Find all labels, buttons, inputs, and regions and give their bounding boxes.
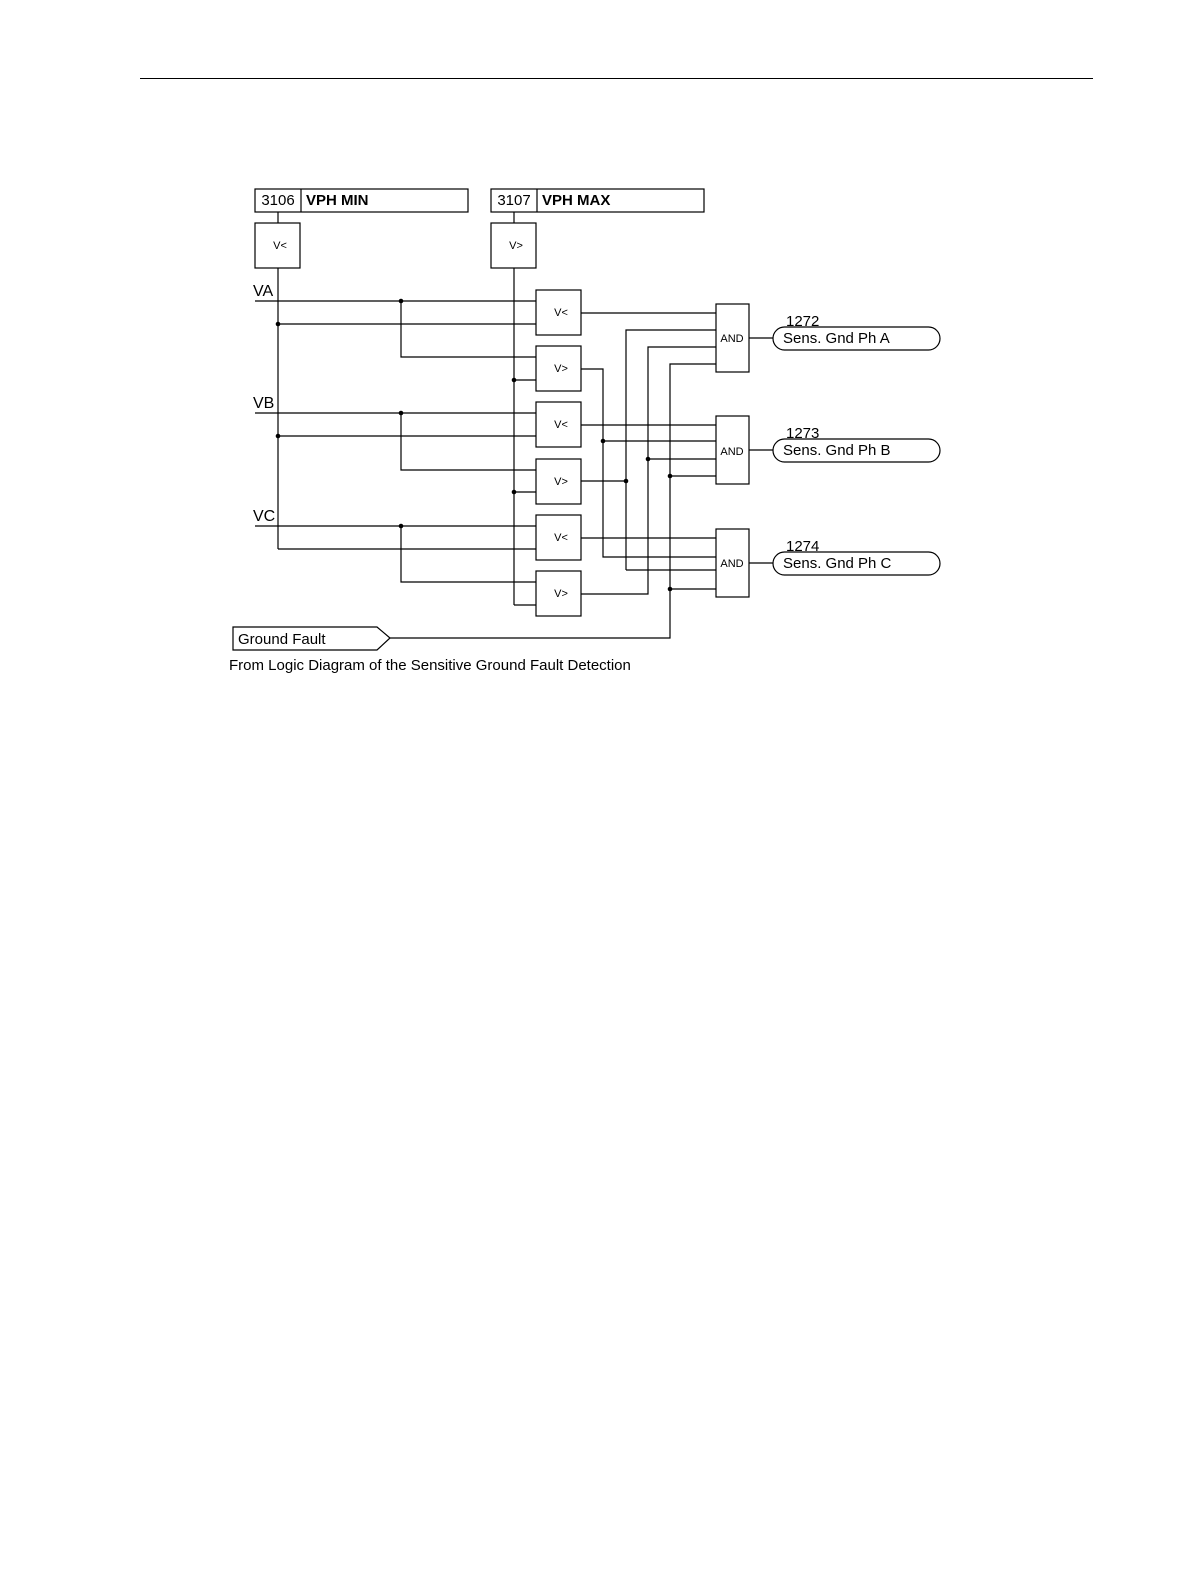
comparator-blocks: V< V> V< V> V< V> <box>536 290 581 616</box>
output-label: Sens. Gnd Ph B <box>783 442 891 459</box>
ground-fault-input: Ground Fault From Logic Diagram of the S… <box>229 627 631 674</box>
output-label: Sens. Gnd Ph C <box>783 555 892 572</box>
comparator-label: V< <box>554 419 568 431</box>
and-gate-c: AND 1274 Sens. Gnd Ph C <box>716 529 940 597</box>
ground-fault-source: From Logic Diagram of the Sensitive Grou… <box>229 657 631 674</box>
ground-fault-label: Ground Fault <box>238 631 326 648</box>
comparator-label: V< <box>554 307 568 319</box>
output-label: Sens. Gnd Ph A <box>783 330 890 347</box>
threshold-wires <box>278 268 536 605</box>
junction-dots <box>276 299 673 592</box>
phase-label-va: VA <box>253 283 273 300</box>
parameter-name: VPH MIN <box>306 192 369 209</box>
parameter-name: VPH MAX <box>542 192 610 209</box>
parameter-address: 3106 <box>261 192 294 209</box>
threshold-block-max: V> <box>491 212 536 268</box>
threshold-function: V> <box>509 240 523 252</box>
comparator-label: V> <box>554 588 568 600</box>
phase-label-vb: VB <box>253 395 274 412</box>
gate-label: AND <box>720 446 743 458</box>
phase-inputs: VA VB VC <box>253 283 536 582</box>
threshold-function: V< <box>273 240 287 252</box>
and-gate-a: AND 1272 Sens. Gnd Ph A <box>716 304 940 372</box>
threshold-block-min: V< <box>255 212 300 268</box>
comparator-label: V> <box>554 476 568 488</box>
parameter-vph-min: 3106 VPH MIN <box>255 189 468 212</box>
comparator-label: V< <box>554 532 568 544</box>
gate-label: AND <box>720 558 743 570</box>
parameter-address: 3107 <box>497 192 530 209</box>
parameter-vph-max: 3107 VPH MAX <box>491 189 704 212</box>
gate-label: AND <box>720 333 743 345</box>
and-gate-b: AND 1273 Sens. Gnd Ph B <box>716 416 940 484</box>
phase-label-vc: VC <box>253 508 275 525</box>
comparator-label: V> <box>554 363 568 375</box>
